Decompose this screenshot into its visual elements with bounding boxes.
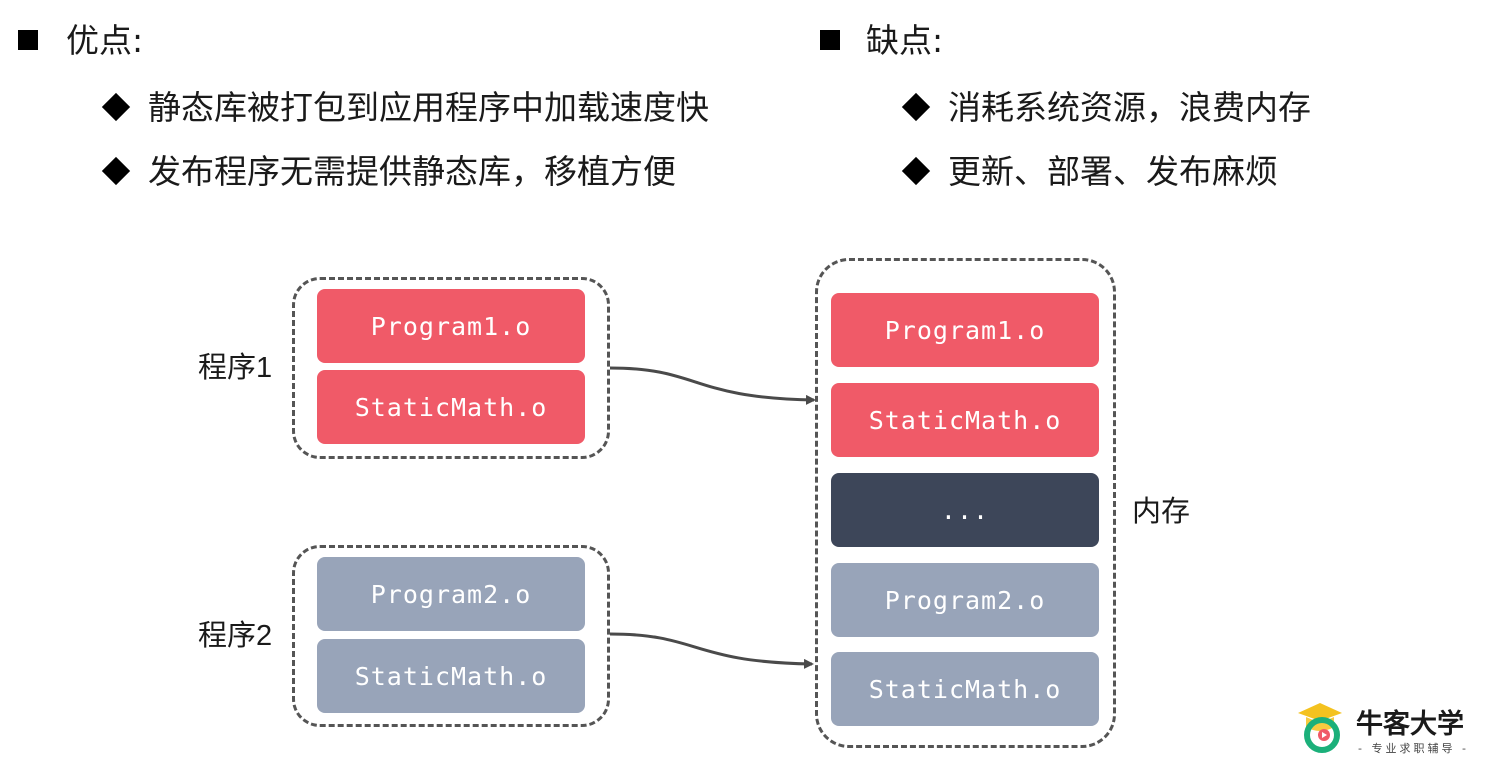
memory-group: [815, 258, 1116, 748]
nowcoder-logo-icon: [1298, 703, 1342, 753]
pros-heading: 优点:: [66, 21, 144, 60]
program1-label: 程序1: [198, 352, 273, 384]
memory-staticmath-box-1: StaticMath.o: [831, 383, 1099, 457]
square-bullet-icon: [18, 30, 38, 50]
program2-staticmath-box: StaticMath.o: [317, 639, 585, 713]
cons-bullet-2: 更新、部署、发布麻烦: [948, 152, 1278, 191]
pros-bullet-2: 发布程序无需提供静态库，移植方便: [148, 152, 676, 191]
cons-heading: 缺点:: [866, 21, 944, 60]
program1-group: [292, 277, 610, 459]
pros-bullet-1: 静态库被打包到应用程序中加载速度快: [148, 88, 709, 127]
logo-tagline: - 专业求职辅导 -: [1358, 742, 1469, 755]
memory-staticmath-box-2: StaticMath.o: [831, 652, 1099, 726]
cons-bullet-1: 消耗系统资源，浪费内存: [948, 88, 1311, 127]
program1-object-box: Program1.o: [317, 289, 585, 363]
memory-ellipsis-box: ...: [831, 473, 1099, 547]
memory-program2-box: Program2.o: [831, 563, 1099, 637]
logo-name: 牛客大学: [1356, 709, 1464, 740]
program2-to-memory-arrow: [609, 632, 814, 669]
memory-label: 内存: [1132, 496, 1191, 528]
program1-to-memory-arrow: [609, 366, 816, 405]
program2-object-box: Program2.o: [317, 557, 585, 631]
square-bullet-icon: [820, 30, 840, 50]
program2-label: 程序2: [198, 620, 273, 652]
memory-program1-box: Program1.o: [831, 293, 1099, 367]
program2-group: [292, 545, 610, 727]
program1-staticmath-box: StaticMath.o: [317, 370, 585, 444]
